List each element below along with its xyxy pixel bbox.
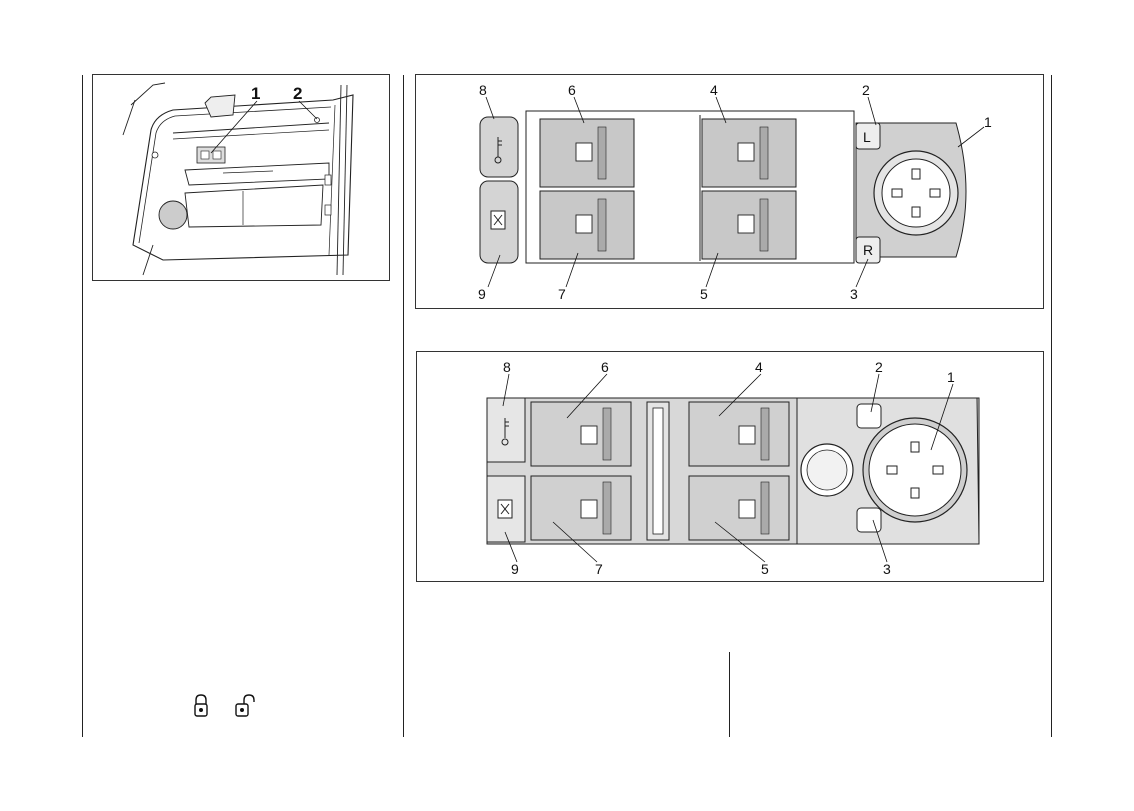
- door-figure: 1 2: [92, 74, 390, 281]
- callout-1: 1: [984, 114, 992, 130]
- mirror-right-select-button: [857, 508, 881, 532]
- mirror-adjust-joystick: [869, 424, 961, 516]
- switch-panel-figure-b: 8 6 4 2 1 9 7 5 3: [416, 351, 1044, 582]
- column-divider-line: [403, 75, 404, 737]
- right-margin-line: [1051, 75, 1052, 737]
- child-lock-icon: [498, 500, 512, 518]
- mirror-right-label: R: [863, 242, 873, 258]
- callout-5: 5: [700, 286, 708, 302]
- callout-8: 8: [479, 82, 487, 98]
- switch-panel-figure-a: L R 8 6 4 2 1 9 7 5 3: [415, 74, 1044, 309]
- child-lock-icon: [491, 211, 505, 229]
- callout-1: 1: [947, 369, 955, 385]
- callout-6: 6: [568, 82, 576, 98]
- left-margin-line: [82, 75, 83, 737]
- callout-3: 3: [850, 286, 858, 302]
- callout-7: 7: [595, 561, 603, 577]
- callout-2: 2: [875, 359, 883, 375]
- door-illustration: 1 2: [93, 75, 391, 282]
- callout-5: 5: [761, 561, 769, 577]
- callout-1: 1: [251, 84, 260, 103]
- callout-4: 4: [755, 359, 763, 375]
- callout-8: 8: [503, 359, 511, 375]
- sub-column-divider-line: [729, 652, 730, 737]
- central-lock-key-button: [480, 117, 518, 177]
- callout-4: 4: [710, 82, 718, 98]
- switch-panel-a-illustration: L R 8 6 4 2 1 9 7 5 3: [416, 75, 1045, 310]
- callout-2: 2: [862, 82, 870, 98]
- lock-icons: [192, 694, 262, 720]
- callout-9: 9: [478, 286, 486, 302]
- lock-closed-icon: [195, 695, 207, 716]
- callout-9: 9: [511, 561, 519, 577]
- mirror-left-select-button: [857, 404, 881, 428]
- mirror-left-label: L: [863, 129, 871, 145]
- callout-2: 2: [293, 84, 302, 103]
- callout-3: 3: [883, 561, 891, 577]
- callout-7: 7: [558, 286, 566, 302]
- central-lock-key-button: [487, 398, 525, 462]
- switch-panel-b-illustration: 8 6 4 2 1 9 7 5 3: [417, 352, 1045, 583]
- lock-open-icon: [236, 695, 254, 716]
- callout-6: 6: [601, 359, 609, 375]
